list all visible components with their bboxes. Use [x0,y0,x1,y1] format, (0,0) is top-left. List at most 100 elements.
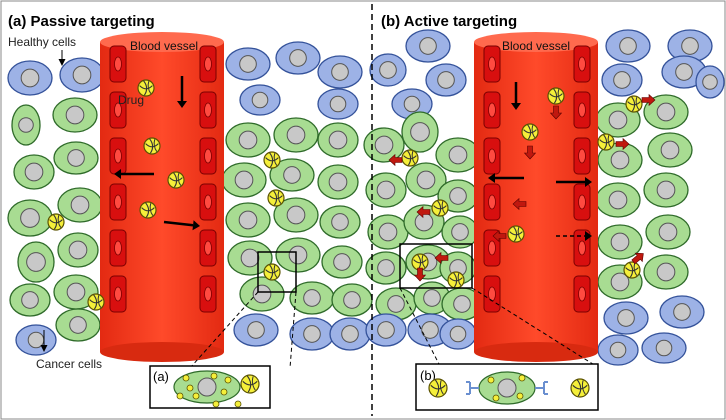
arrow-icon [413,267,427,282]
arrow-icon [585,231,592,241]
cancer-cell [645,214,691,250]
released-drug-dot [234,400,242,408]
cancer-cell [405,162,447,198]
cancer-cell [363,127,405,163]
blood-vessel-a: Blood vessel [100,32,224,362]
cancer-cell [365,172,407,208]
drug-nanoparticle-icon [547,87,565,105]
zoom-region-b [399,243,597,367]
arrow-icon [177,76,187,108]
released-drug-dot [182,374,190,382]
drug-nanoparticle-icon [521,123,539,141]
cancer-cell [275,237,321,273]
panel-title-a: (a) Passive targeting [8,13,155,30]
healthy-cell [405,29,451,63]
vessel-wall-cell [109,137,127,175]
vessel-wall-cell [199,183,217,221]
cancer-cell [441,215,479,249]
released-drug-dot [518,374,526,382]
zoom-region-a [189,251,297,369]
cancer-cell [367,214,409,250]
arrow-icon [511,82,521,110]
vessel-wall-cell [199,229,217,267]
vessel-wall-cell [483,275,501,313]
drug-nanoparticle-icon [167,171,185,189]
drug-nanoparticle-icon [447,271,465,289]
released-drug-dot [220,388,228,396]
cancer-cell [273,117,319,153]
inset-label-a: (a) [153,369,169,384]
cancer-cell [53,141,99,175]
released-drug-dot [516,392,524,400]
healthy-cell [239,84,281,116]
cancer-cell [225,202,271,238]
drug-particles [47,79,643,311]
healthy-cell [59,57,105,93]
cancer-cell [269,158,315,192]
released-drug-dot [487,376,495,384]
vessel-label-b: Blood vessel [502,39,570,53]
cancer-cells-label: Cancer cells [36,357,102,371]
vessel-wall-cell [573,45,591,83]
drug-nanoparticle-icon [570,378,590,398]
arrow-icon [434,251,449,265]
cancer-cell [57,232,99,268]
healthy-cell [695,65,725,99]
healthy-cell [233,313,279,347]
healthy-cell [15,324,57,356]
cancer-cell [595,102,641,138]
healthy-cell [597,334,639,366]
cancer-cell [11,104,41,146]
receptor-linker-left [466,381,479,395]
healthy-cell [425,63,467,97]
cancer-cell [55,308,101,342]
arrow-icon [488,173,524,183]
healthy-cell [369,53,407,87]
drug-nanoparticle-icon [240,374,260,394]
released-drug-dot [176,392,184,400]
inset-a: (a) [149,365,271,409]
vessel-wall-cell [573,137,591,175]
drug-nanoparticle-icon [47,213,65,231]
vessel-wall-cell [483,91,501,129]
inset-label-b: (b) [420,368,436,383]
healthy-cell [275,41,321,75]
released-drug-dot [192,392,200,400]
released-drug-dot [224,376,232,384]
released-drug-dot [186,384,194,392]
drug-nanoparticle-icon [597,133,615,151]
drug-nanoparticle-icon [625,95,643,113]
healthy-cell [603,301,649,335]
vessel-wall-cell [109,183,127,221]
tissue-cells [7,29,725,366]
blood-vessel-b: Blood vessel [474,32,598,362]
cancer-cell [7,199,53,237]
panel-title-b: (b) Active targeting [381,13,517,30]
drug-nanoparticle-icon [143,137,161,155]
drug-nanoparticle-icon [267,189,285,207]
cancer-cell [437,179,479,213]
drug-nanoparticle-icon [411,253,429,271]
arrow-icon [416,205,431,219]
healthy-cell [225,47,271,81]
released-drug-dot [212,400,220,408]
healthy-cells-label: Healthy cells [8,35,76,49]
drug-label: Drug [118,93,144,107]
drug-nanoparticle-icon [507,225,525,243]
cancer-cell [239,276,285,312]
cancer-cell [413,281,451,315]
arrow-icon [549,105,563,120]
released-drug-dot [492,394,500,402]
cancer-cell [643,172,689,208]
cancer-cell [435,137,481,173]
cancer-cell [643,254,689,290]
cancer-cell [647,132,693,168]
arrow-icon [388,153,403,167]
healthy-cell [659,295,705,329]
drug-nanoparticle-icon [139,201,157,219]
arrow-icon [523,145,537,160]
vessel-wall-cell [109,91,127,129]
vessel-wall-cell [573,183,591,221]
drug-nanoparticle-icon [87,293,105,311]
